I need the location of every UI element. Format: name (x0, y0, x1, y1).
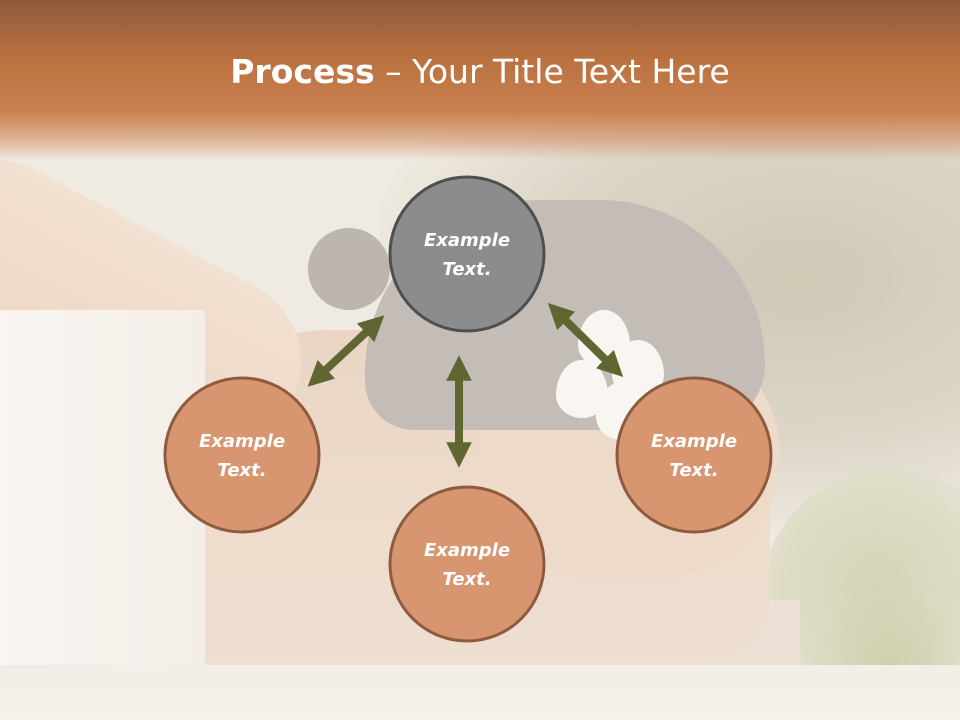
double-arrow-top-right (547, 303, 624, 377)
background-floor (0, 665, 960, 720)
node-label-line1: Example (424, 230, 510, 251)
node-label-line1: Example (424, 540, 510, 561)
process-node-bottom: Example Text. (388, 485, 546, 643)
title-bar (0, 0, 960, 160)
title-bold: Process (230, 52, 375, 91)
node-label-line1: Example (199, 431, 285, 452)
node-label-line2: Text. (442, 259, 491, 280)
process-node-left: Example Text. (163, 376, 321, 534)
node-circle (388, 175, 546, 333)
process-node-right: Example Text. (615, 376, 773, 534)
background-hair-bun (308, 228, 390, 310)
node-label-line2: Text. (442, 569, 491, 590)
node-circle (615, 376, 773, 534)
slide-title: Process – Your Title Text Here (0, 52, 960, 91)
double-arrow-top-left (307, 315, 385, 387)
node-circle (163, 376, 321, 534)
node-label-line2: Text. (217, 460, 266, 481)
node-circle (388, 485, 546, 643)
background-towel (0, 310, 205, 720)
process-node-top: Example Text. (388, 175, 546, 333)
node-label-line1: Example (651, 431, 737, 452)
title-rest: – Your Title Text Here (374, 52, 730, 91)
node-label-line2: Text. (669, 460, 718, 481)
